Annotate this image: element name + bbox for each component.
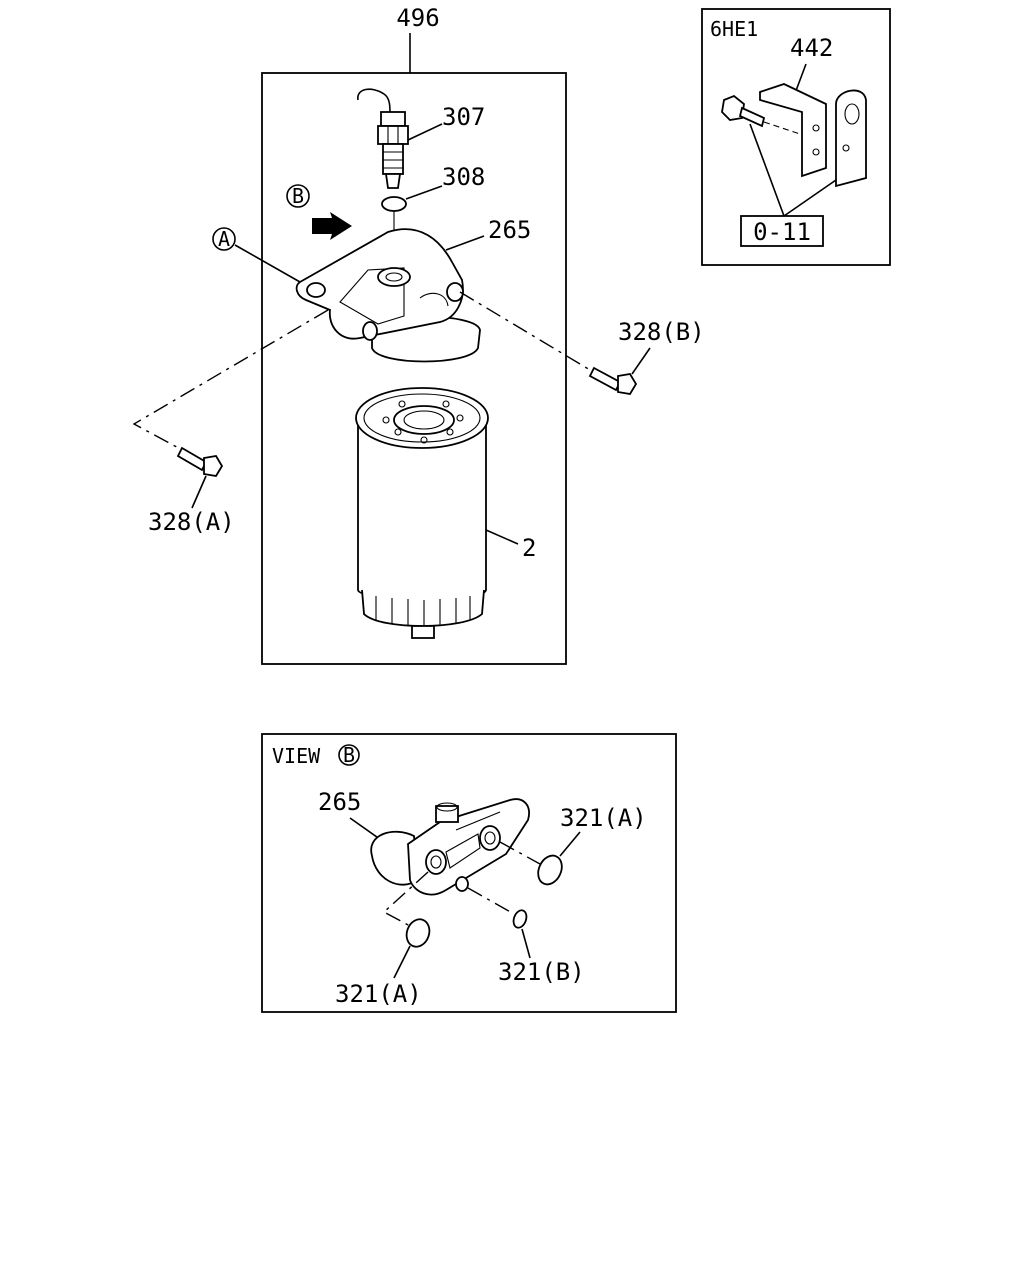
sensor-part[interactable] [357,88,409,189]
view-b-port-a2 [479,825,501,851]
view-b-inset: VIEW B 265 321(A) 321(B) [261,733,677,1013]
ring-a-right-leader [559,831,581,857]
ring-a-right-label[interactable]: 321(A) [560,804,647,832]
view-b-top-port [435,805,459,823]
ref-leader-2 [783,179,837,217]
bolt-a-centerline [132,309,329,453]
filter-cartridge-part[interactable] [355,387,489,639]
sensor-hex [377,125,409,145]
view-b-title-prefix: VIEW [272,744,321,768]
inset-6he1-title: 6HE1 [710,17,758,41]
bolt-a-leader [191,475,207,509]
mount-hole-a [306,282,326,298]
o-ring-308[interactable] [381,196,407,212]
ring-a-right-centerline [499,841,541,865]
bolt-a-label[interactable]: 328(A) [148,508,235,536]
bolt-b-label[interactable]: 328(B) [618,318,705,346]
bolt-b-leader [631,347,651,375]
filter-head-rib [339,267,405,325]
bracket-bolt-part[interactable] [721,94,766,128]
bolt-a-head [203,455,224,477]
cartridge-label[interactable]: 2 [522,534,536,562]
bracket-part[interactable] [759,83,867,188]
inset-6he1-frame [701,8,891,266]
bracket-label[interactable]: 442 [790,34,833,62]
cartridge-leader [485,529,519,545]
inset-6he1: 6HE1 442 0-11 [701,8,891,266]
sensor-wire [357,88,391,115]
ref-label[interactable]: 0-11 [753,218,811,246]
callout-a-circle [212,227,236,251]
ref-leader-1 [749,123,785,217]
bolt-b-centerline [459,291,601,377]
filter-head-port [377,267,411,287]
bolt-a-shank [176,446,208,472]
ring-b-label[interactable]: 321(B) [498,958,585,986]
callout-a-letter: A [218,227,230,251]
callout-b-letter: B [292,184,304,208]
filter-head-leader [445,235,485,251]
ring-a-left-leader [393,945,411,979]
sensor-body [382,143,404,175]
sensor-label[interactable]: 307 [442,103,485,131]
filter-head-label[interactable]: 265 [488,216,531,244]
filter-head-part[interactable] [295,228,481,363]
ring-a-left-label[interactable]: 321(A) [335,980,422,1008]
ring-b[interactable] [511,908,528,929]
cartridge-drain [411,625,435,639]
cartridge-center-thread [393,405,455,435]
bracket-plate [759,83,827,178]
sensor-leader [407,123,443,141]
ref-box [740,215,824,247]
bracket-bolt-head [721,94,745,121]
view-b-body [407,798,530,896]
sensor-tip [384,173,402,189]
view-b-port-a1 [425,849,447,875]
view-b-head-label[interactable]: 265 [318,788,361,816]
view-b-callout-letter: B [343,743,355,767]
view-direction-arrow [312,212,352,240]
bracket-tab [835,89,867,188]
ring-b-leader [521,928,531,959]
callout-b-circle [286,184,310,208]
mount-hole-b [446,282,464,302]
bracket-bolt-shank [738,106,766,128]
ring-a-left[interactable] [403,916,433,950]
main-assembly-frame [261,72,567,665]
ring-a-right[interactable] [534,852,567,888]
ring-b-centerline [467,887,515,915]
sensor-cap [380,111,406,127]
view-b-head-part[interactable] [370,798,530,896]
o-ring-label[interactable]: 308 [442,163,485,191]
bolt-b-head [617,373,638,395]
callout-a-leader [234,244,301,283]
filter-head-body [295,228,464,340]
view-b-callout-circle [338,744,360,766]
bolt-b-part[interactable] [588,366,638,395]
bolt-b-shank [588,366,622,392]
assembly-number-label[interactable]: 496 [396,4,439,32]
o-ring-leader [405,185,443,200]
cartridge-base [361,589,485,627]
main-assembly: 496 307 308 B [132,4,705,665]
view-b-frame [261,733,677,1013]
view-b-port-b [455,876,469,892]
side-port [362,321,378,341]
bolt-a-part[interactable] [176,446,224,477]
